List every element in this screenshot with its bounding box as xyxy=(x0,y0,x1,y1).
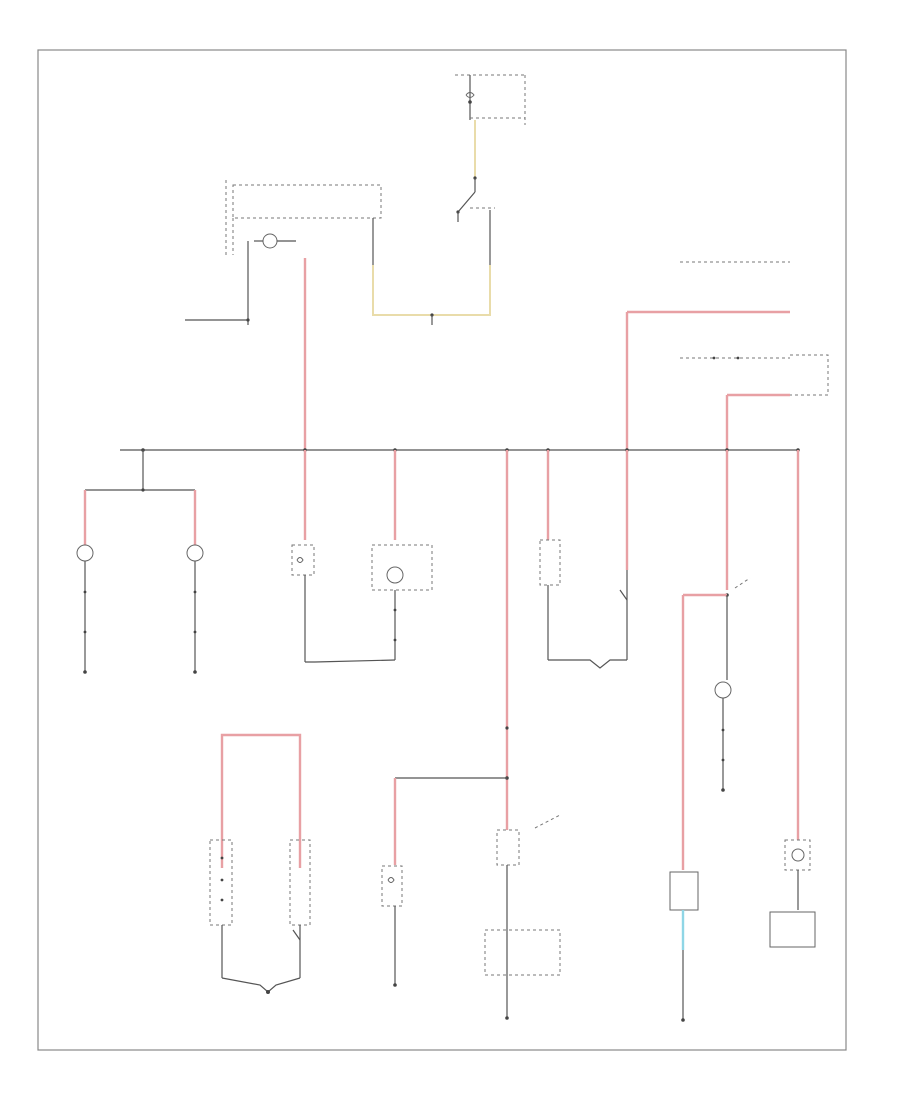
lower-left-group xyxy=(209,733,311,994)
branch-lamp-3 xyxy=(291,450,396,663)
branch-lamp-4 xyxy=(371,450,433,660)
lower-second-group xyxy=(381,865,403,987)
branch-center xyxy=(393,450,561,1020)
top-fuse-section xyxy=(455,74,526,222)
diagram-frame xyxy=(37,49,847,1051)
branch-lamp-1 xyxy=(76,490,94,674)
right-feed-section xyxy=(625,261,829,450)
branch-lamp-7 xyxy=(681,450,751,870)
instrument-cluster xyxy=(225,180,491,325)
lower-right-module xyxy=(669,871,699,1022)
branch-lamp-2 xyxy=(186,490,204,674)
branch-lamp-6 xyxy=(539,450,629,669)
branch-lamp-8 xyxy=(769,450,816,948)
